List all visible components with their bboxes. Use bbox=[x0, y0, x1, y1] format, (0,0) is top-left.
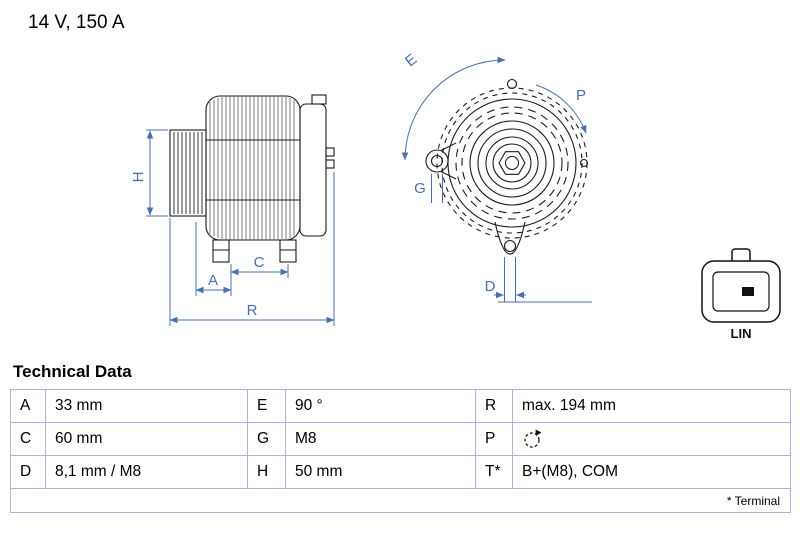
table-cell-value-G: M8 bbox=[286, 423, 476, 456]
dim-label-D: D bbox=[485, 278, 496, 295]
table-cell-key-C: C bbox=[11, 423, 46, 456]
mounting-lug bbox=[425, 149, 449, 173]
dim-label-A: A bbox=[208, 272, 218, 289]
connector-terminal-pin bbox=[742, 287, 754, 296]
lin-connector-icon bbox=[701, 248, 781, 323]
dim-label-P: P bbox=[576, 87, 586, 104]
dim-label-E: E bbox=[402, 51, 420, 71]
connector-pin bbox=[325, 147, 335, 157]
voltage-amperage-spec: 14 V, 150 A bbox=[28, 12, 125, 33]
table-footnote: * Terminal bbox=[726, 493, 780, 508]
table-cell-key-E: E bbox=[248, 390, 286, 423]
top-bolt bbox=[506, 78, 518, 90]
side-stud bbox=[579, 158, 589, 168]
b-plus-terminal bbox=[311, 94, 327, 105]
pulley bbox=[169, 129, 207, 217]
table-cell-key-P: P bbox=[476, 423, 513, 456]
technical-drawing: H A C R bbox=[130, 51, 781, 341]
table-cell-value-P bbox=[513, 423, 790, 456]
technical-data-title: Technical Data bbox=[13, 362, 132, 381]
table-cell-key-G: G bbox=[248, 423, 286, 456]
mounting-foot bbox=[279, 239, 297, 263]
side-view-drawing bbox=[169, 94, 335, 263]
table-cell-key-A: A bbox=[11, 390, 46, 423]
table-cell-value-R: max. 194 mm bbox=[513, 390, 790, 423]
table-cell-value-E: 90 ° bbox=[286, 390, 476, 423]
table-cell-key-T: T* bbox=[476, 456, 513, 489]
table-cell-key-D: D bbox=[11, 456, 46, 489]
side-view-dimensions bbox=[146, 129, 335, 326]
table-cell-key-H: H bbox=[248, 456, 286, 489]
front-view-drawing bbox=[425, 78, 589, 255]
dim-label-R: R bbox=[247, 302, 258, 319]
table-cell-value-D: 8,1 mm / M8 bbox=[46, 456, 248, 489]
dim-label-C: C bbox=[254, 254, 265, 271]
table-cell-value-A: 33 mm bbox=[46, 390, 248, 423]
technical-data-section: Technical Data A 33 mm E 90 ° R max. 194… bbox=[10, 362, 791, 513]
front-view-dimensions bbox=[401, 56, 592, 303]
connector-label: LIN bbox=[731, 326, 752, 341]
table-cell-value-H: 50 mm bbox=[286, 456, 476, 489]
connector-pin bbox=[325, 159, 335, 169]
table-cell-value-C: 60 mm bbox=[46, 423, 248, 456]
rear-cover bbox=[299, 103, 327, 237]
dim-label-G: G bbox=[414, 180, 426, 197]
technical-data-table: A 33 mm E 90 ° R max. 194 mm C 60 mm G M… bbox=[10, 389, 791, 513]
shaft-nut bbox=[498, 151, 526, 175]
table-cell-value-T: B+(M8), COM bbox=[513, 456, 790, 489]
dim-label-H: H bbox=[130, 172, 147, 183]
table-cell-key-R: R bbox=[476, 390, 513, 423]
rotation-direction-arc bbox=[535, 84, 587, 134]
rotation-direction-icon bbox=[524, 429, 542, 448]
mounting-foot bbox=[212, 239, 230, 263]
bottom-lug bbox=[494, 221, 526, 255]
